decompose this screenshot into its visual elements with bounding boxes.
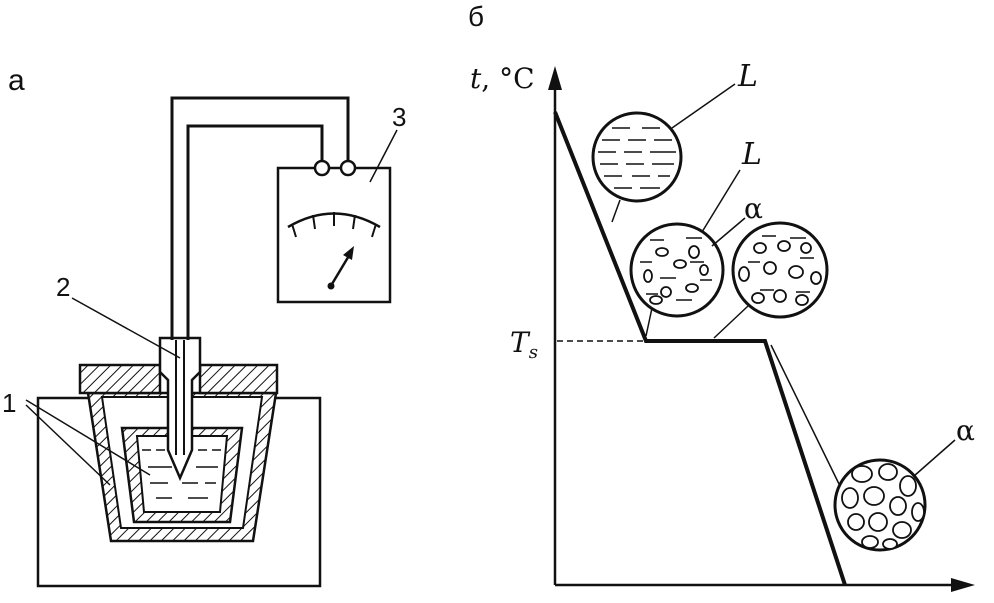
lid-right (198, 363, 279, 395)
cooling-curve (553, 111, 847, 586)
leader-solid-to-curve (770, 344, 841, 487)
leader-L1 (671, 83, 736, 129)
meter-needle-arrowhead (343, 246, 354, 260)
micro-liquid-alpha (629, 222, 725, 318)
micro-solid-alpha (833, 458, 927, 552)
panel-b-letter: б (468, 1, 484, 32)
leader-liquid-to-curve (611, 199, 621, 223)
meter-terminal-left (313, 159, 331, 177)
callout-1-label: 1 (2, 388, 16, 418)
panel-a-letter: а (8, 64, 25, 97)
phase-label-L2: L (741, 137, 762, 172)
panel-a: а (2, 64, 406, 588)
micro-liquid (591, 111, 683, 203)
callout-1-leader-a (25, 399, 151, 476)
phase-label-L1: L (737, 59, 758, 94)
phase-label-alpha1: α (744, 192, 763, 225)
meter-terminal-right (339, 159, 357, 177)
leader-L2 (701, 169, 741, 233)
callout-3-leader (369, 129, 398, 183)
callout-2-label: 2 (56, 272, 70, 302)
thermocouple-sheath (158, 336, 202, 482)
callout-1-leader-b (25, 404, 111, 486)
callout-2-leader (71, 297, 181, 359)
meter-scale-ticks (291, 212, 377, 238)
meter-needle (330, 253, 352, 285)
y-axis-label: t, °C (470, 62, 535, 95)
metal-surface-dashes (142, 449, 222, 499)
leader-liquid-alpha-to-curve (645, 307, 653, 337)
meter-needle-pivot (327, 282, 335, 290)
leader-alpha1 (711, 217, 746, 247)
x-axis-arrowhead (951, 578, 975, 592)
lid-left (78, 363, 162, 395)
leader-alpha2 (913, 439, 956, 477)
leader-alpha-growing-to-curve (713, 305, 749, 339)
micro-alpha-growing (731, 221, 829, 319)
y-axis-arrowhead (548, 66, 562, 90)
phase-label-alpha2: α (956, 414, 975, 447)
lead-wire-outer (170, 96, 350, 340)
panel-b: б t, °C Ts L (468, 1, 975, 592)
lead-wire-inner (186, 124, 324, 340)
callout-3-label: 3 (392, 102, 406, 132)
ts-label: Ts (510, 326, 538, 363)
